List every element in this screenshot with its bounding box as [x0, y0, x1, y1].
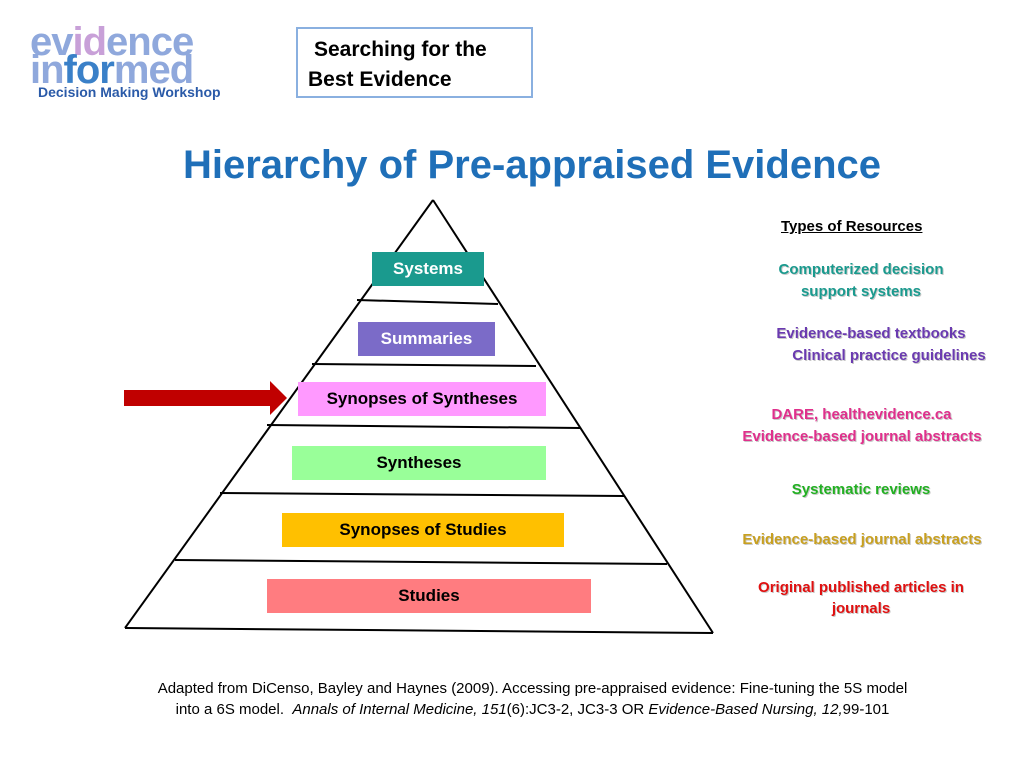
pyramid-tier-divider: [219, 492, 625, 497]
section-header-box: Searching for the Best Evidence: [296, 27, 533, 98]
section-header-line1: Searching for the: [314, 38, 487, 61]
level-synopses-of-syntheses: Synopses of Syntheses: [298, 382, 546, 416]
resources-heading: Types of Resources: [781, 218, 923, 235]
resource-line: Computerized decision: [778, 261, 944, 278]
resource-line: support systems: [800, 283, 922, 300]
pyramid-tier-divider: [174, 559, 668, 565]
resource-computerized-decision-support: Computerized decision support systems: [730, 259, 992, 303]
citation-text: (6):JC3-2, JC3-3 OR: [506, 701, 649, 718]
citation-text: into a 6S model.: [175, 701, 293, 718]
level-syntheses: Syntheses: [292, 446, 546, 480]
level-label: Syntheses: [376, 453, 462, 472]
logo-wordmark-line1: evidence: [30, 20, 194, 64]
citation-line1: Adapted from DiCenso, Bayley and Haynes …: [157, 680, 908, 697]
logo-wordmark-line2: informed: [30, 48, 194, 92]
resource-line: DARE, healthevidence.ca: [771, 406, 952, 423]
level-label: Studies: [398, 586, 460, 605]
resource-original-articles: Original published articles in journals: [730, 577, 992, 619]
pyramid-tier-divider: [356, 299, 499, 305]
level-label: Synopses of Studies: [339, 520, 507, 539]
level-synopses-of-studies: Synopses of Studies: [282, 513, 564, 547]
logo-letters: in: [30, 48, 65, 92]
resource-line: Evidence-based textbooks: [776, 325, 966, 342]
level-studies: Studies: [267, 579, 591, 613]
level-label: Synopses of Syntheses: [326, 389, 518, 408]
level-label: Summaries: [380, 329, 473, 348]
resource-dare-abstracts: DARE, healthevidence.ca Evidence-based j…: [722, 404, 1002, 448]
resource-textbooks-guidelines: Evidence-based textbooks Clinical practi…: [730, 323, 1024, 367]
logo-letters: ev: [30, 20, 73, 64]
citation-line2: into a 6S model. Annals of Internal Medi…: [80, 699, 985, 720]
logo-subtitle: Decision Making Workshop: [38, 84, 221, 100]
slide-title: Hierarchy of Pre-appraised Evidence: [182, 143, 882, 187]
resource-line: Original published articles in: [758, 579, 964, 596]
resource-systematic-reviews: Systematic reviews: [730, 479, 992, 501]
pyramid-base: [124, 627, 714, 634]
level-systems: Systems: [372, 252, 484, 286]
pyramid-tier-divider: [266, 424, 581, 429]
section-header-line2: Best Evidence: [308, 68, 452, 91]
pyramid-tier-divider: [311, 363, 537, 367]
logo-letters: ence: [106, 20, 194, 64]
level-summaries: Summaries: [358, 322, 495, 356]
resource-line: journals: [831, 600, 891, 617]
logo-letters: id: [72, 20, 108, 64]
resource-line: Clinical practice guidelines: [792, 347, 986, 364]
resource-line: Evidence-based journal abstracts: [742, 531, 982, 548]
citation-journal: Annals of Internal Medicine, 151: [292, 701, 507, 718]
pointer-arrow-icon: [124, 381, 287, 415]
resource-journal-abstracts: Evidence-based journal abstracts: [722, 529, 1002, 551]
logo-letters: med: [113, 48, 194, 92]
resource-line: Systematic reviews: [791, 481, 931, 498]
resource-line: Evidence-based journal abstracts: [742, 428, 982, 445]
source-citation: Adapted from DiCenso, Bayley and Haynes …: [80, 678, 985, 720]
citation-text: 99-101: [842, 701, 890, 718]
logo-letters: for: [63, 48, 115, 92]
citation-journal: Evidence-Based Nursing, 12,: [648, 701, 843, 718]
level-label: Systems: [393, 259, 463, 278]
